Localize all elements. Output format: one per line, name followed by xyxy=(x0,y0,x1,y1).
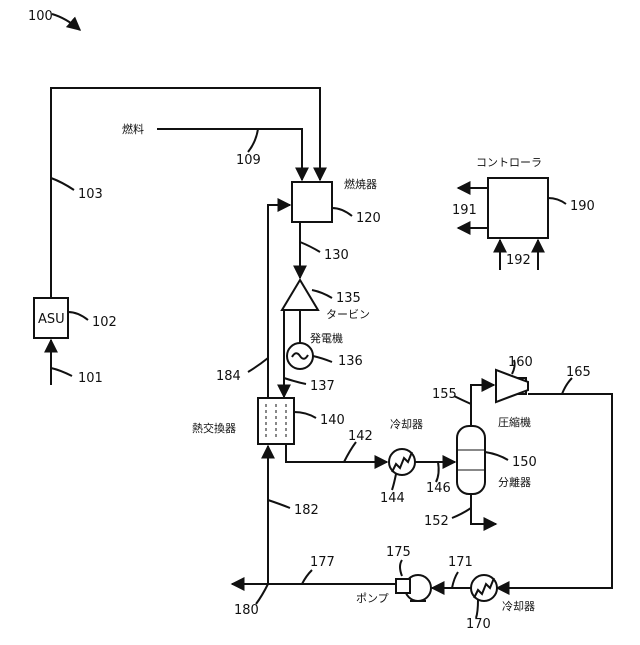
controller-box xyxy=(488,178,548,238)
stream-103-ref: 103 xyxy=(78,187,103,202)
separator-ref: 150 xyxy=(512,455,537,470)
generator-ref: 136 xyxy=(338,354,363,369)
asu-ref: 102 xyxy=(92,315,117,330)
cooler-lower-ref: 170 xyxy=(466,617,491,632)
separator-vessel xyxy=(457,426,485,494)
stream-152-ref: 152 xyxy=(424,514,449,529)
stream-142-ref: 142 xyxy=(348,429,373,444)
controller-ref-leader xyxy=(548,198,566,204)
stream-155-line xyxy=(471,385,494,426)
cooler-upper-ref-leader xyxy=(392,474,396,490)
stream-180-leader xyxy=(256,584,268,604)
stream-101-ref: 101 xyxy=(78,371,103,386)
stream-146-ref: 146 xyxy=(426,481,451,496)
stream-184-ref: 184 xyxy=(216,369,241,384)
stream-177-ref: 177 xyxy=(310,555,335,570)
stream-109-line xyxy=(157,129,302,180)
pump-outlet xyxy=(396,579,410,593)
cooler-upper-label: 冷却器 xyxy=(390,418,423,431)
compressor-ref: 160 xyxy=(508,355,533,370)
stream-152-leader xyxy=(452,508,471,518)
stream-142-line xyxy=(286,444,387,462)
pump-label: ポンプ xyxy=(356,592,389,605)
stream-101-leader xyxy=(51,368,72,376)
stream-152-line xyxy=(471,494,496,524)
cooler-lower-ref-leader xyxy=(476,600,478,618)
compressor-label: 圧縮機 xyxy=(498,415,531,429)
generator-label: 発電機 xyxy=(310,331,343,345)
turbine-label: タービン xyxy=(326,308,370,321)
stream-146-leader xyxy=(436,462,439,482)
generator-ref-leader xyxy=(313,356,332,362)
stream-192-ref: 192 xyxy=(506,253,531,268)
controller-ref: 190 xyxy=(570,199,595,214)
cooler-upper-ref: 144 xyxy=(380,491,405,506)
stream-103-leader xyxy=(51,178,74,190)
stream-155-ref: 155 xyxy=(432,387,457,402)
asu-label: ASU xyxy=(38,312,65,327)
stream-130-leader xyxy=(300,242,320,252)
stream-177-leader xyxy=(302,570,312,584)
stream-137-ref: 137 xyxy=(310,379,335,394)
stream-182-leader xyxy=(268,500,290,508)
stream-137-leader xyxy=(284,378,306,384)
asu-ref-leader xyxy=(68,312,88,320)
stream-142-leader xyxy=(344,442,356,462)
separator-label: 分離器 xyxy=(498,475,531,489)
pump-ref: 175 xyxy=(386,545,411,560)
stream-171-ref: 171 xyxy=(448,555,473,570)
fuel-label: 燃料 xyxy=(122,122,144,136)
separator-ref-leader xyxy=(485,452,508,460)
compressor-shape xyxy=(496,370,528,402)
stream-191-ref: 191 xyxy=(452,203,477,218)
pump-ref-leader xyxy=(400,560,402,576)
stream-182-ref: 182 xyxy=(294,503,319,518)
combustor-ref-leader xyxy=(332,208,352,216)
turbine-ref-leader xyxy=(312,290,332,298)
stream-165-leader xyxy=(562,378,572,394)
combustor-box xyxy=(292,182,332,222)
figure-number: 100 xyxy=(28,9,53,24)
cooler-lower-label: 冷却器 xyxy=(502,600,535,613)
heat-exchanger-ref: 140 xyxy=(320,413,345,428)
controller-label: コントローラ xyxy=(476,156,542,169)
stream-184-leader xyxy=(248,358,268,372)
figure-pointer-arrow xyxy=(52,14,80,30)
heat-exchanger-ref-leader xyxy=(294,412,316,418)
stream-165-ref: 165 xyxy=(566,365,591,380)
heat-exchanger-label: 熱交換器 xyxy=(192,421,236,435)
stream-109-leader xyxy=(248,129,258,152)
turbine-ref: 135 xyxy=(336,291,361,306)
turbine-shape xyxy=(282,280,318,310)
stream-180-ref: 180 xyxy=(234,603,259,618)
stream-130-ref: 130 xyxy=(324,248,349,263)
combustor-label: 燃焼器 xyxy=(344,177,377,191)
stream-109-ref: 109 xyxy=(236,153,261,168)
combustor-ref: 120 xyxy=(356,211,381,226)
stream-171-leader xyxy=(452,572,458,588)
